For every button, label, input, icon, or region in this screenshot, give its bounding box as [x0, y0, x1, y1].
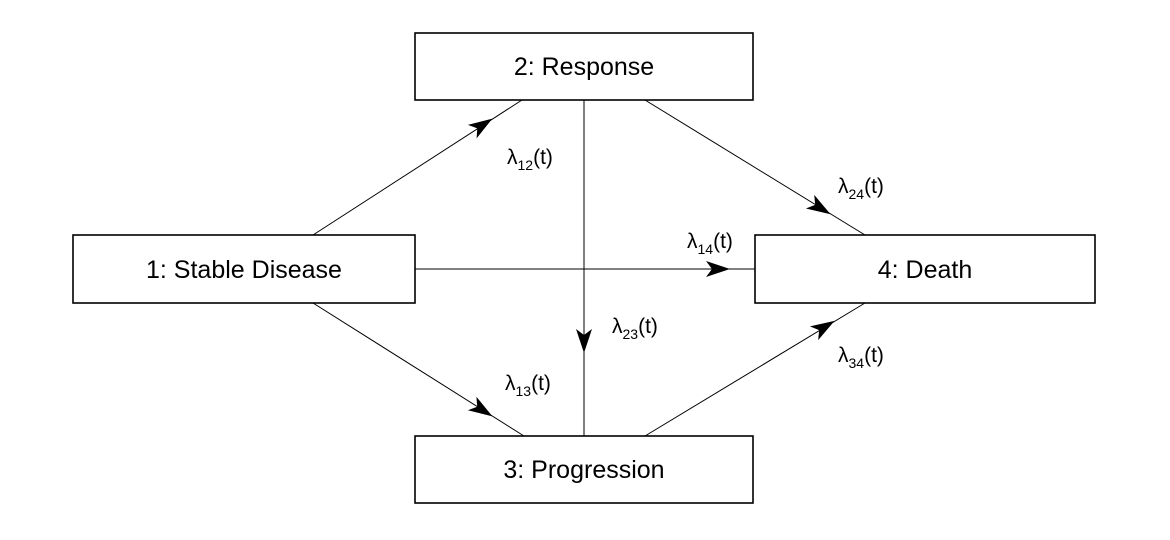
rate-symbol: λ — [612, 315, 623, 338]
rate-label-12: λ12(t) — [507, 146, 553, 173]
rate-subscript: 34 — [849, 355, 865, 371]
edge-1-to-3 — [312, 302, 525, 437]
state-box-stable-disease: 1: Stable Disease — [72, 234, 416, 304]
arrowhead-1-to-4 — [706, 261, 730, 277]
transition-arrowheads — [467, 118, 835, 417]
arrowhead-2-to-3 — [576, 329, 592, 353]
rate-symbol: λ — [687, 230, 698, 253]
rate-symbol: λ — [838, 344, 849, 367]
rate-symbol: λ — [838, 175, 849, 198]
rate-subscript: 14 — [698, 241, 714, 257]
state-label-stable-disease: 1: Stable Disease — [146, 256, 342, 284]
state-label-progression: 3: Progression — [503, 456, 664, 484]
state-label-death: 4: Death — [878, 256, 973, 284]
rate-subscript: 24 — [849, 186, 865, 202]
arrowhead-3-to-4 — [809, 320, 835, 341]
rate-symbol: λ — [505, 372, 516, 395]
rate-label-14: λ14(t) — [687, 230, 733, 257]
rate-argument: (t) — [864, 344, 884, 367]
rate-argument: (t) — [864, 175, 884, 198]
state-label-response: 2: Response — [514, 53, 654, 81]
rate-argument: (t) — [713, 230, 733, 253]
state-box-death: 4: Death — [754, 234, 1096, 304]
rate-label-23: λ23(t) — [612, 315, 658, 342]
rate-argument: (t) — [531, 372, 551, 395]
transition-rate-labels: λ12(t) λ13(t) λ14(t) λ23(t) λ24(t) λ34(t… — [505, 146, 884, 399]
rate-label-34: λ34(t) — [838, 344, 884, 371]
state-box-progression: 3: Progression — [414, 435, 754, 504]
state-box-response: 2: Response — [414, 32, 754, 101]
arrowhead-1-to-3 — [467, 396, 493, 417]
edge-2-to-4 — [644, 99, 866, 236]
rate-subscript: 23 — [623, 326, 639, 342]
rate-subscript: 13 — [516, 383, 532, 399]
rate-argument: (t) — [533, 146, 553, 169]
arrowhead-1-to-2 — [467, 118, 493, 139]
rate-label-24: λ24(t) — [838, 175, 884, 202]
rate-symbol: λ — [507, 146, 518, 169]
arrowhead-2-to-4 — [805, 194, 831, 215]
rate-label-13: λ13(t) — [505, 372, 551, 399]
rate-subscript: 12 — [518, 157, 534, 173]
rate-argument: (t) — [638, 315, 658, 338]
